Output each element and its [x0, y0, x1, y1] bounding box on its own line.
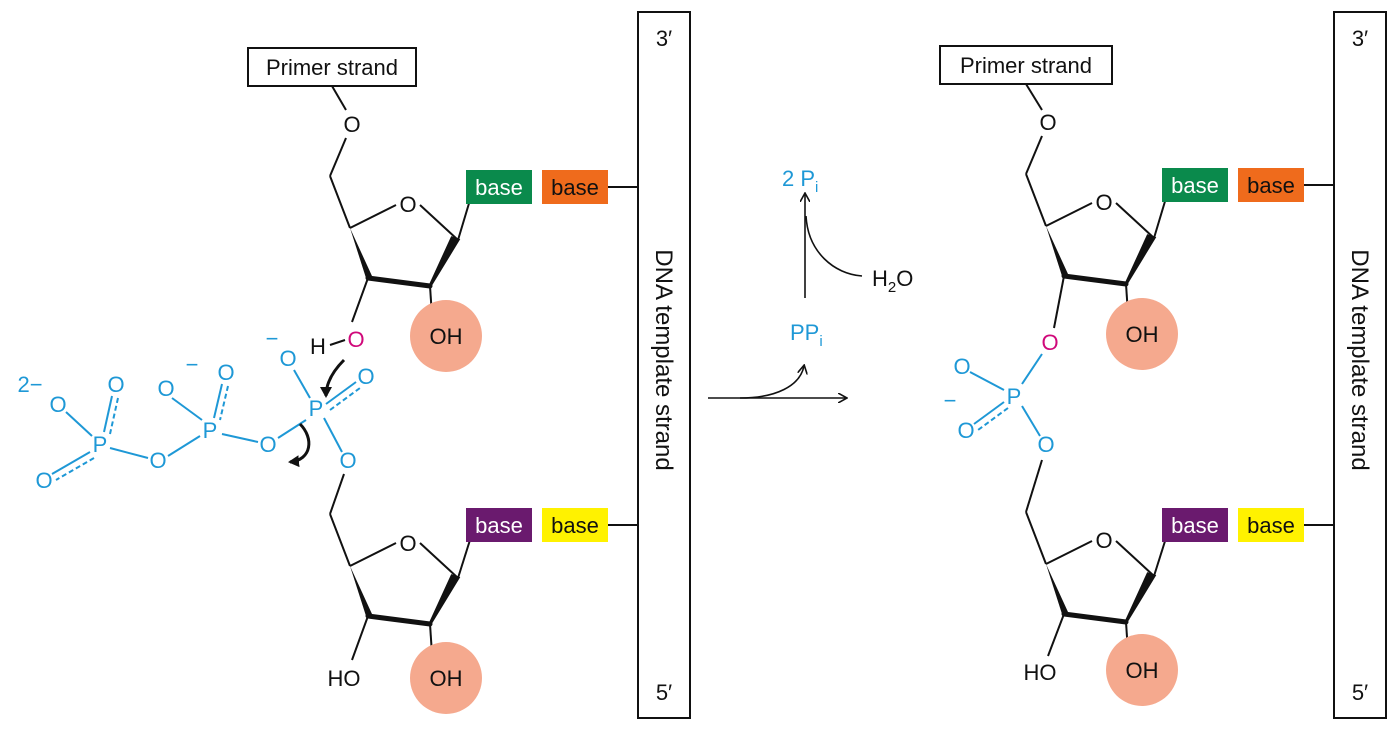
- hydrogen-atom: H: [310, 334, 326, 359]
- oh-lower-right: OH: [1126, 658, 1159, 683]
- bridging-oxygen-3prime: O: [1041, 330, 1058, 355]
- base-green-label-right: base: [1171, 173, 1219, 198]
- template-strand-bar-right: 3′ 5′ DNA template strand: [1333, 11, 1387, 719]
- ring-o-upper-right: O: [1095, 190, 1112, 215]
- o-bridge-1: O: [149, 448, 166, 473]
- leaving-group-arrow: [288, 422, 311, 468]
- base-yellow-label-right: base: [1247, 513, 1295, 538]
- o-gamma-3: O: [35, 468, 52, 493]
- o-beta-1: O: [157, 376, 174, 401]
- p-beta: P: [203, 418, 218, 443]
- ring-o-lower-left: O: [399, 531, 416, 556]
- o-alpha-1: O: [279, 346, 296, 371]
- base-yellow-left: [542, 508, 608, 542]
- oh-highlight-upper-right: [1106, 298, 1178, 370]
- lower-nucleotide-left: O HO OH base base: [328, 473, 638, 714]
- base-orange-right: [1238, 168, 1304, 202]
- p-product: P: [1007, 384, 1022, 409]
- primer-strand-label-right: Primer strand: [960, 53, 1092, 78]
- p-gamma: P: [93, 432, 108, 457]
- base-yellow-label-left: base: [551, 513, 599, 538]
- base-yellow-right: [1238, 508, 1304, 542]
- base-purple-right: [1162, 508, 1228, 542]
- o-gamma-1: O: [49, 392, 66, 417]
- ppi-label: PPi: [790, 320, 823, 350]
- pi-label: 2 Pi: [782, 166, 818, 196]
- ring-o-upper-left: O: [399, 192, 416, 217]
- base-purple-label-right: base: [1171, 513, 1219, 538]
- primer-strand-label-left: Primer strand: [266, 55, 398, 80]
- template-strand-bar-left: 3′ 5′ DNA template strand: [637, 11, 691, 719]
- upper-nucleotide-right: O O OH base base: [1025, 83, 1334, 370]
- o-product-5prime: O: [1037, 432, 1054, 457]
- water-input-curve: [805, 215, 863, 277]
- minus-product: −: [944, 388, 957, 413]
- o5-atom-right: O: [1039, 110, 1056, 135]
- five-prime-label-right: 5′: [1352, 680, 1368, 705]
- attacking-oxygen: O: [347, 327, 364, 352]
- base-orange-label-right: base: [1247, 173, 1295, 198]
- oh-lower-left: OH: [430, 666, 463, 691]
- base-green-label-left: base: [475, 175, 523, 200]
- minus-beta: −: [186, 352, 199, 377]
- triphosphate-group: 2− O O P O O − O O P O − O: [17, 326, 374, 493]
- o-product-1: O: [953, 354, 970, 379]
- ho-lower-right: HO: [1024, 660, 1057, 685]
- base-purple-left: [466, 508, 532, 542]
- template-strand-label-left: DNA template strand: [650, 249, 677, 470]
- base-orange-label-left: base: [551, 175, 599, 200]
- o-gamma-2: O: [107, 372, 124, 397]
- template-strand-label-right: DNA template strand: [1346, 249, 1373, 470]
- o-product-2: O: [957, 418, 974, 443]
- primer-strand-box-right: Primer strand: [939, 45, 1113, 85]
- phosphodiester-linkage: O P O − O O: [944, 330, 1059, 513]
- lower-nucleotide-right: O HO OH base base: [1024, 508, 1334, 706]
- oh-upper-right: OH: [1126, 322, 1159, 347]
- five-prime-label-left: 5′: [656, 680, 672, 705]
- o5-atom-left: O: [343, 112, 360, 137]
- upper-nucleotide-left: O O OH O H base base: [310, 85, 638, 372]
- o-bridge-2: O: [259, 432, 276, 457]
- ring-o-lower-right: O: [1095, 528, 1112, 553]
- minus-alpha: −: [266, 326, 279, 351]
- base-green-right: [1162, 168, 1228, 202]
- right-panel: Primer strand 3′ 5′ DNA template strand …: [939, 11, 1387, 719]
- base-green-left: [466, 170, 532, 204]
- ho-lower-left: HO: [328, 666, 361, 691]
- o-alpha-2: O: [357, 364, 374, 389]
- three-prime-label-right: 3′: [1352, 26, 1368, 51]
- oh-highlight-lower-right: [1106, 634, 1178, 706]
- oh-upper-left: OH: [430, 324, 463, 349]
- left-panel: Primer strand 3′ 5′ DNA template strand …: [17, 11, 691, 719]
- two-minus-charge: 2−: [17, 372, 42, 397]
- reaction-arrow-group: PPi H2O 2 Pi: [708, 166, 913, 398]
- p-alpha: P: [309, 396, 324, 421]
- oh-highlight-upper-left: [410, 300, 482, 372]
- three-prime-label-left: 3′: [656, 26, 672, 51]
- base-orange-left: [542, 170, 608, 204]
- o-beta-2: O: [217, 360, 234, 385]
- ppi-release-arrow: [739, 366, 804, 399]
- nucleophilic-attack-arrow: [320, 358, 346, 398]
- primer-strand-box-left: Primer strand: [247, 47, 417, 87]
- water-label: H2O: [872, 266, 913, 296]
- oh-highlight-lower-left: [410, 642, 482, 714]
- o-alpha-5prime: O: [339, 448, 356, 473]
- base-purple-label-left: base: [475, 513, 523, 538]
